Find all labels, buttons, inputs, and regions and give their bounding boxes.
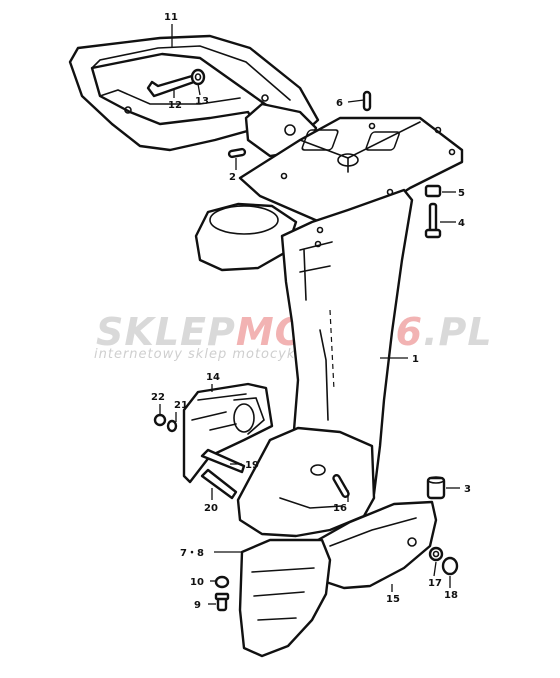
callout-2: 2	[229, 172, 236, 183]
callout-1: 1	[412, 354, 419, 365]
callout-18: 18	[444, 590, 458, 601]
nut-5	[424, 184, 442, 198]
bolt-9	[214, 592, 230, 612]
washer-10	[214, 575, 230, 589]
bolt-19	[200, 448, 246, 474]
bolt-12	[146, 74, 196, 98]
callout-22: 22	[151, 392, 165, 403]
washer-17	[428, 546, 444, 562]
washer-21	[166, 419, 178, 433]
callout-20: 20	[204, 503, 218, 514]
pin-2	[227, 147, 247, 159]
callout-7-8: 7・8	[180, 548, 204, 559]
callout-13: 13	[195, 96, 209, 107]
callout-17: 17	[428, 578, 442, 589]
callout-12: 12	[168, 100, 182, 111]
callout-11: 11	[164, 12, 178, 23]
callout-10: 10	[190, 577, 204, 588]
callout-3: 3	[464, 484, 471, 495]
callout-19: 19	[245, 460, 259, 471]
drive-shaft-housing	[194, 116, 464, 538]
callout-16: 16	[333, 503, 347, 514]
bolt-4	[424, 202, 442, 239]
bushing-3	[426, 476, 446, 500]
nut-22	[153, 413, 167, 427]
washer-13	[190, 68, 206, 86]
callout-numbers: 11 12 13 6 2 5 4 1 14 22 21 19 20 16 3 7…	[151, 12, 471, 611]
cover-15	[316, 500, 438, 590]
leader-lines	[159, 24, 460, 605]
watermark-tagline: internetowy sklep motocyklowy	[94, 347, 329, 362]
callout-5: 5	[458, 188, 465, 199]
nut-18	[441, 556, 459, 576]
callout-9: 9	[194, 600, 201, 611]
bolt-20	[200, 468, 238, 500]
callout-21: 21	[174, 400, 188, 411]
callout-14: 14	[206, 372, 220, 383]
handle-bracket	[68, 34, 320, 158]
callout-15: 15	[386, 594, 400, 605]
gear-case-7-8	[238, 538, 332, 658]
callout-6: 6	[336, 98, 343, 109]
pin-6	[362, 90, 372, 112]
pin-16	[332, 474, 350, 498]
callout-4: 4	[458, 218, 465, 229]
